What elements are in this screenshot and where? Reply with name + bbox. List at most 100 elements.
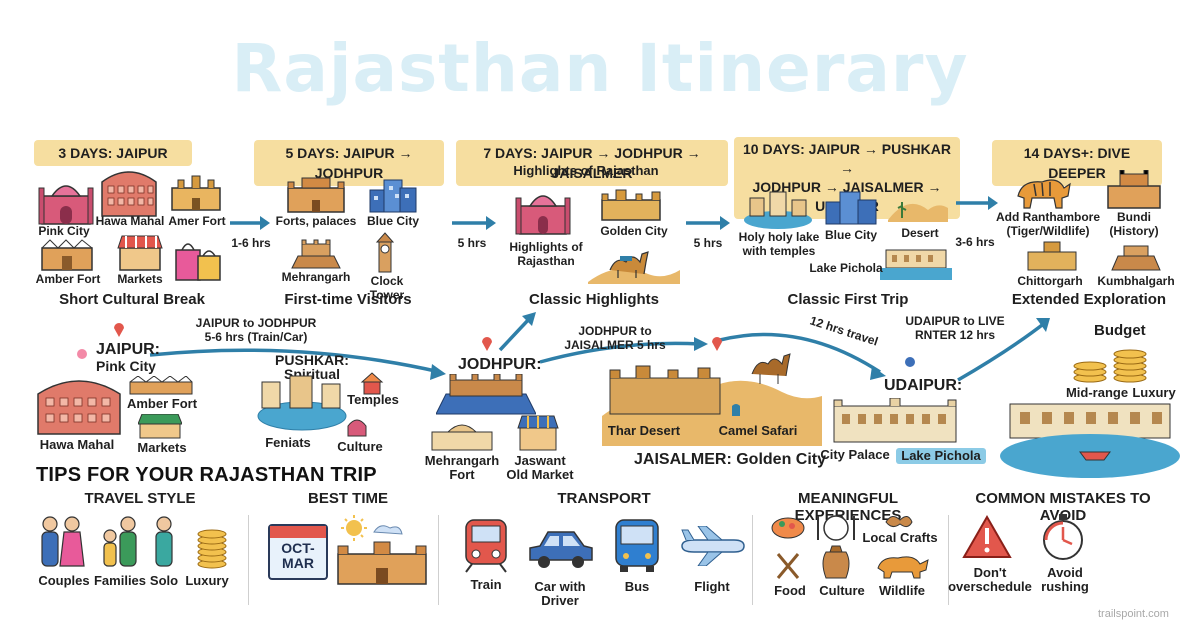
jaisalmer-desert-icon	[602, 353, 822, 446]
tiger-icon	[1017, 179, 1071, 209]
stopwatch-icon	[1043, 514, 1083, 560]
route-hawa-mahal-label: Hawa Mahal	[39, 437, 115, 452]
route-leg1-label: JAIPUR to JODHPUR 5-6 hrs (Train/Car)	[195, 316, 317, 344]
car-icon	[529, 531, 593, 568]
pink-city-icon	[38, 185, 94, 225]
plan-3-days-banner: 3 DAYS: JAIPUR	[34, 140, 192, 166]
culture-label: Culture	[337, 439, 383, 454]
connector-arrow-3	[686, 216, 730, 230]
travel-style-couples: Couples	[38, 573, 90, 588]
coins-icon	[1073, 349, 1147, 383]
tips-travel-style-title: TRAVEL STYLE	[84, 490, 196, 507]
travel-style-families: Families	[93, 573, 147, 588]
shopping-bags-icon	[175, 243, 221, 281]
bundi-icon	[1107, 170, 1161, 209]
plan-10-days-banner-line1: 10 DAYS: JAIPUR → PUSHKAR →	[743, 141, 951, 176]
jodhpur-pin-icon	[482, 337, 492, 351]
transport-car: Car with Driver	[534, 579, 586, 608]
tips-divider-4	[948, 515, 949, 605]
experience-food: Food	[774, 583, 806, 598]
connector-2-label: 5 hrs	[457, 236, 487, 250]
hawa-mahal-label: Hawa Mahal	[95, 214, 165, 228]
markets-icon	[117, 235, 163, 271]
mehrangarh-icon	[291, 239, 341, 269]
connector-arrow-2	[452, 216, 496, 230]
mehrangarh-fort-icon	[431, 424, 493, 451]
jaipur-pin-icon	[114, 323, 124, 337]
connector-3-label: 5 hrs	[693, 236, 723, 250]
golden-city-icon	[601, 189, 661, 221]
golden-city-label: Golden City	[600, 224, 668, 238]
tips-divider-3	[752, 515, 753, 605]
route-jaipur-title: JAIPUR:	[96, 341, 161, 358]
markets-label: Markets	[117, 272, 163, 286]
plan-3-days-caption: Short Cultural Break	[59, 291, 205, 308]
amer-fort-icon	[171, 175, 221, 211]
plan-5-days-banner: 5 DAYS: JAIPUR → JODHPUR	[254, 140, 444, 186]
fort-sun-icon	[337, 515, 427, 585]
budget-title: Budget	[1094, 322, 1146, 339]
ranthambore-label: Add Ranthambore (Tiger/Wildlife)	[996, 210, 1101, 238]
route-markets-icon	[138, 414, 182, 439]
amer-fort-label: Amer Fort	[168, 214, 226, 228]
mistake-rushing: Avoid rushing	[1041, 565, 1089, 594]
temples-icon	[360, 372, 384, 395]
chittorgarh-label: Chittorgarh	[1017, 274, 1083, 288]
travel-style-solo: Solo	[149, 573, 179, 588]
clock-tower-icon	[375, 232, 395, 273]
blue-city-icon	[369, 179, 417, 213]
connector-arrow-4	[956, 196, 998, 210]
route-path	[149, 312, 1050, 382]
udaipur-dot-icon	[905, 357, 915, 367]
warning-icon	[962, 514, 1012, 558]
pink-city-label: Pink City	[38, 224, 90, 238]
city-palace-icon	[833, 398, 957, 443]
train-icon	[465, 519, 507, 573]
jodhpur-fort-icon	[436, 374, 536, 415]
camel-desert-icon	[588, 251, 680, 284]
forts-palaces-icon	[287, 177, 345, 213]
connector-arrow-1	[230, 216, 270, 230]
plan-7-days-banner: 7 DAYS: JAIPUR → JODHPUR → JAISALMER	[456, 140, 728, 186]
route-jaipur-subtitle: Pink City	[96, 358, 156, 374]
kumbhalgarh-icon	[1111, 245, 1161, 271]
route-amber-fort-icon	[129, 376, 193, 395]
amber-fort-label: Amber Fort	[35, 272, 101, 286]
clock-tower-label: Clock Tower	[369, 274, 405, 302]
blue-city-10-label: Blue City	[824, 228, 877, 242]
transport-train: Train	[470, 577, 502, 592]
chittorgarh-icon	[1027, 241, 1077, 271]
experiences-icons	[771, 515, 855, 579]
route-leg2-label: JODHPUR to JAISALMER 5 hrs	[564, 324, 666, 352]
lake-pichola-10-label: Lake Pichola	[809, 261, 883, 275]
travel-style-people-icon	[41, 516, 227, 569]
pushkar-lake-icon	[257, 375, 347, 431]
holy-lake-icon	[744, 191, 812, 229]
mehrangarh-label: Mehrangarh	[281, 270, 351, 284]
forts-palaces-label: Forts, palaces	[275, 214, 357, 228]
highlights-palace-icon	[515, 195, 571, 235]
mehrangarh-fort-label: Mehrangarh Fort	[424, 453, 500, 482]
route-jaisalmer-title: JAISALMER: Golden City	[634, 451, 827, 468]
local-crafts-icon	[885, 516, 913, 528]
lake-pichola-10-icon	[880, 249, 952, 280]
wildlife-icon	[877, 556, 929, 579]
footer-credit: trailspoint.com	[1098, 608, 1169, 620]
lake-pichola-icon	[1000, 403, 1180, 478]
route-jodhpur-title: JODHPUR:	[458, 356, 542, 373]
route-markets-label: Markets	[137, 440, 187, 455]
tips-experiences-title: MEANINGFUL EXPERIENCES	[794, 490, 902, 524]
plan-14-days-caption: Extended Exploration	[1011, 291, 1167, 308]
transport-flight: Flight	[694, 579, 730, 594]
experience-culture: Culture	[819, 583, 865, 598]
hawa-mahal-icon	[101, 171, 157, 217]
tips-transport-title: TRANSPORT	[557, 490, 651, 507]
blue-city-label: Blue City	[366, 214, 419, 228]
holy-lake-label: Holy holy lake with temples	[738, 230, 820, 258]
jaswant-market-icon	[517, 415, 559, 451]
budget-mid-range-label: Mid-range	[1065, 385, 1129, 400]
tips-divider-1	[248, 515, 249, 605]
highlights-of-rajasthan-label: Highlights of Rajasthan	[509, 240, 583, 268]
amber-fort-icon	[41, 239, 93, 271]
connector-4-label: 3-6 hrs	[955, 235, 995, 249]
